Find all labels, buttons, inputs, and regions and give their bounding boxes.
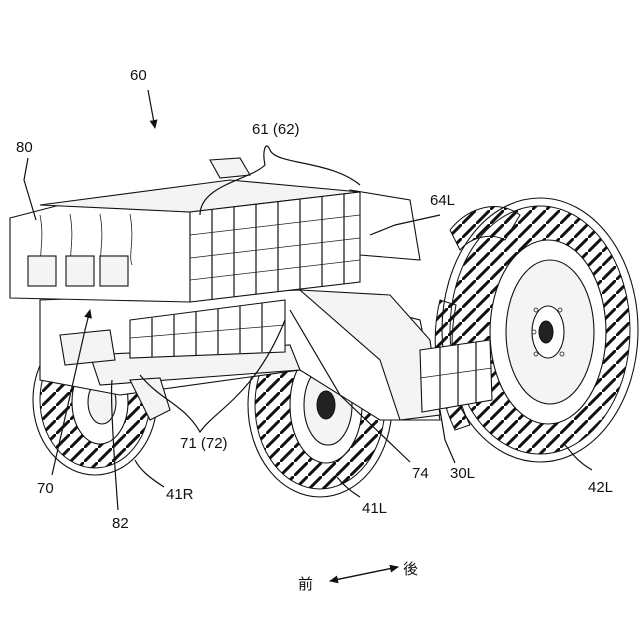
- label-80: 80: [16, 139, 33, 156]
- upper-battery-unit: [10, 180, 360, 302]
- label-42l: 42L: [588, 479, 613, 496]
- label-70: 70: [37, 480, 54, 497]
- label-64l: 64L: [430, 192, 455, 209]
- label-rear: 後: [403, 560, 418, 578]
- label-front: 前: [298, 575, 313, 593]
- label-60: 60: [130, 67, 147, 84]
- label-71: 71 (72): [180, 435, 228, 452]
- label-41r: 41R: [166, 486, 194, 503]
- label-41l: 41L: [362, 500, 387, 517]
- label-61: 61 (62): [252, 121, 300, 138]
- rear-tire-42l: [435, 198, 638, 462]
- label-74: 74: [412, 465, 429, 482]
- label-30l: 30L: [450, 465, 475, 482]
- label-82: 82: [112, 515, 129, 532]
- side-battery-30l: [420, 340, 492, 412]
